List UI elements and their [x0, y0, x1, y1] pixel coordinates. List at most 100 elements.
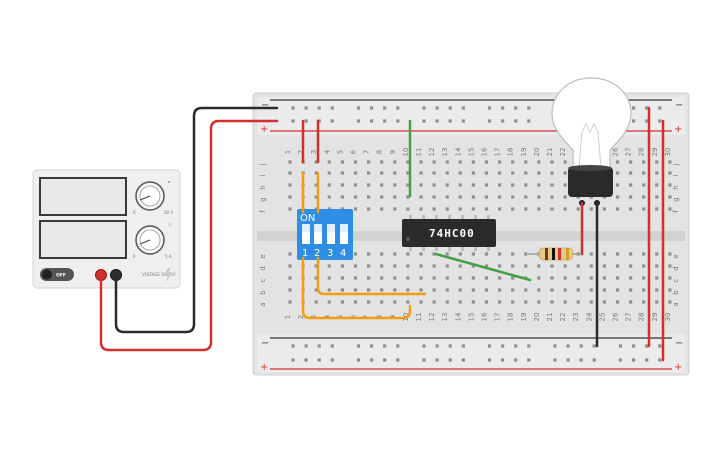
breadboard-hole[interactable]	[589, 264, 593, 268]
breadboard-hole[interactable]	[356, 344, 361, 348]
breadboard-hole[interactable]	[668, 183, 672, 187]
breadboard-hole[interactable]	[642, 276, 646, 280]
breadboard-hole[interactable]	[550, 288, 554, 292]
breadboard-hole[interactable]	[668, 252, 672, 256]
wire-supply-negative[interactable]	[114, 106, 279, 334]
breadboard-hole[interactable]	[356, 119, 361, 123]
breadboard-hole[interactable]	[327, 195, 331, 199]
breadboard-hole[interactable]	[304, 358, 308, 362]
breadboard-hole[interactable]	[629, 160, 633, 164]
breadboard-hole[interactable]	[484, 264, 489, 268]
breadboard-hole[interactable]	[511, 264, 515, 268]
breadboard-hole[interactable]	[629, 300, 633, 304]
breadboard-hole[interactable]	[514, 119, 518, 123]
breadboard-hole[interactable]	[576, 288, 580, 292]
breadboard-hole[interactable]	[615, 252, 620, 256]
breadboard-hole[interactable]	[527, 119, 531, 123]
breadboard-hole[interactable]	[393, 183, 397, 187]
breadboard-hole[interactable]	[353, 207, 358, 211]
breadboard-hole[interactable]	[471, 288, 475, 292]
breadboard-hole[interactable]	[448, 106, 452, 110]
breadboard-hole[interactable]	[330, 106, 334, 110]
breadboard-hole[interactable]	[380, 252, 384, 256]
breadboard-hole[interactable]	[498, 288, 502, 292]
breadboard-hole[interactable]	[484, 300, 489, 304]
breadboard-hole[interactable]	[655, 264, 659, 268]
breadboard-hole[interactable]	[445, 207, 449, 211]
breadboard-hole[interactable]	[668, 195, 672, 199]
breadboard-hole[interactable]	[642, 183, 646, 187]
breadboard-hole[interactable]	[353, 288, 358, 292]
breadboard-hole[interactable]	[393, 160, 397, 164]
breadboard-hole[interactable]	[396, 119, 400, 123]
breadboard-hole[interactable]	[383, 344, 387, 348]
breadboard-hole[interactable]	[563, 183, 567, 187]
breadboard-hole[interactable]	[380, 171, 384, 175]
breadboard-hole[interactable]	[537, 195, 541, 199]
breadboard-hole[interactable]	[537, 300, 541, 304]
breadboard-hole[interactable]	[380, 207, 384, 211]
breadboard-hole[interactable]	[445, 160, 449, 164]
breadboard-hole[interactable]	[498, 171, 502, 175]
breadboard-hole[interactable]	[288, 300, 292, 304]
breadboard-hole[interactable]	[435, 119, 439, 123]
breadboard-hole[interactable]	[422, 358, 426, 362]
breadboard-hole[interactable]	[353, 264, 358, 268]
breadboard-hole[interactable]	[340, 160, 344, 164]
breadboard-hole[interactable]	[668, 171, 672, 175]
breadboard-hole[interactable]	[524, 252, 528, 256]
breadboard-hole[interactable]	[511, 195, 515, 199]
breadboard-hole[interactable]	[406, 300, 410, 304]
breadboard-hole[interactable]	[419, 300, 423, 304]
breadboard-hole[interactable]	[445, 195, 449, 199]
breadboard-hole[interactable]	[615, 264, 620, 268]
breadboard-hole[interactable]	[589, 300, 593, 304]
breadboard-hole[interactable]	[655, 183, 659, 187]
breadboard-hole[interactable]	[471, 171, 475, 175]
breadboard-hole[interactable]	[602, 300, 606, 304]
breadboard-hole[interactable]	[658, 106, 662, 110]
breadboard-hole[interactable]	[511, 276, 515, 280]
breadboard-hole[interactable]	[314, 195, 318, 199]
breadboard-hole[interactable]	[432, 195, 436, 199]
breadboard-hole[interactable]	[498, 300, 502, 304]
breadboard-hole[interactable]	[380, 183, 384, 187]
breadboard-hole[interactable]	[484, 183, 489, 187]
breadboard-hole[interactable]	[668, 207, 672, 211]
breadboard-hole[interactable]	[579, 358, 583, 362]
breadboard-hole[interactable]	[550, 171, 554, 175]
breadboard-hole[interactable]	[615, 171, 620, 175]
breadboard-hole[interactable]	[406, 276, 410, 280]
breadboard-hole[interactable]	[291, 106, 295, 110]
breadboard-hole[interactable]	[629, 207, 633, 211]
light-bulb[interactable]	[551, 77, 632, 206]
breadboard-hole[interactable]	[330, 358, 334, 362]
breadboard-hole[interactable]	[406, 195, 410, 199]
resistor[interactable]	[528, 247, 582, 261]
chip-74hc00[interactable]: 74HC00	[402, 215, 496, 251]
breadboard-hole[interactable]	[566, 344, 570, 348]
wire-supply-positive[interactable]	[99, 119, 279, 352]
breadboard-hole[interactable]	[501, 344, 505, 348]
breadboard-hole[interactable]	[550, 207, 554, 211]
breadboard-hole[interactable]	[327, 288, 331, 292]
breadboard-hole[interactable]	[484, 195, 489, 199]
breadboard-hole[interactable]	[615, 195, 620, 199]
breadboard-hole[interactable]	[602, 276, 606, 280]
breadboard-hole[interactable]	[511, 160, 515, 164]
breadboard-hole[interactable]	[655, 300, 659, 304]
breadboard-hole[interactable]	[642, 288, 646, 292]
breadboard-hole[interactable]	[380, 264, 384, 268]
breadboard-hole[interactable]	[524, 300, 528, 304]
breadboard-hole[interactable]	[537, 183, 541, 187]
breadboard-hole[interactable]	[537, 160, 541, 164]
breadboard-hole[interactable]	[435, 358, 439, 362]
breadboard-hole[interactable]	[406, 264, 410, 268]
breadboard-hole[interactable]	[511, 300, 515, 304]
breadboard-hole[interactable]	[537, 207, 541, 211]
breadboard-hole[interactable]	[655, 171, 659, 175]
breadboard-hole[interactable]	[668, 288, 672, 292]
breadboard-hole[interactable]	[458, 288, 462, 292]
breadboard-hole[interactable]	[629, 276, 633, 280]
breadboard-hole[interactable]	[340, 264, 344, 268]
